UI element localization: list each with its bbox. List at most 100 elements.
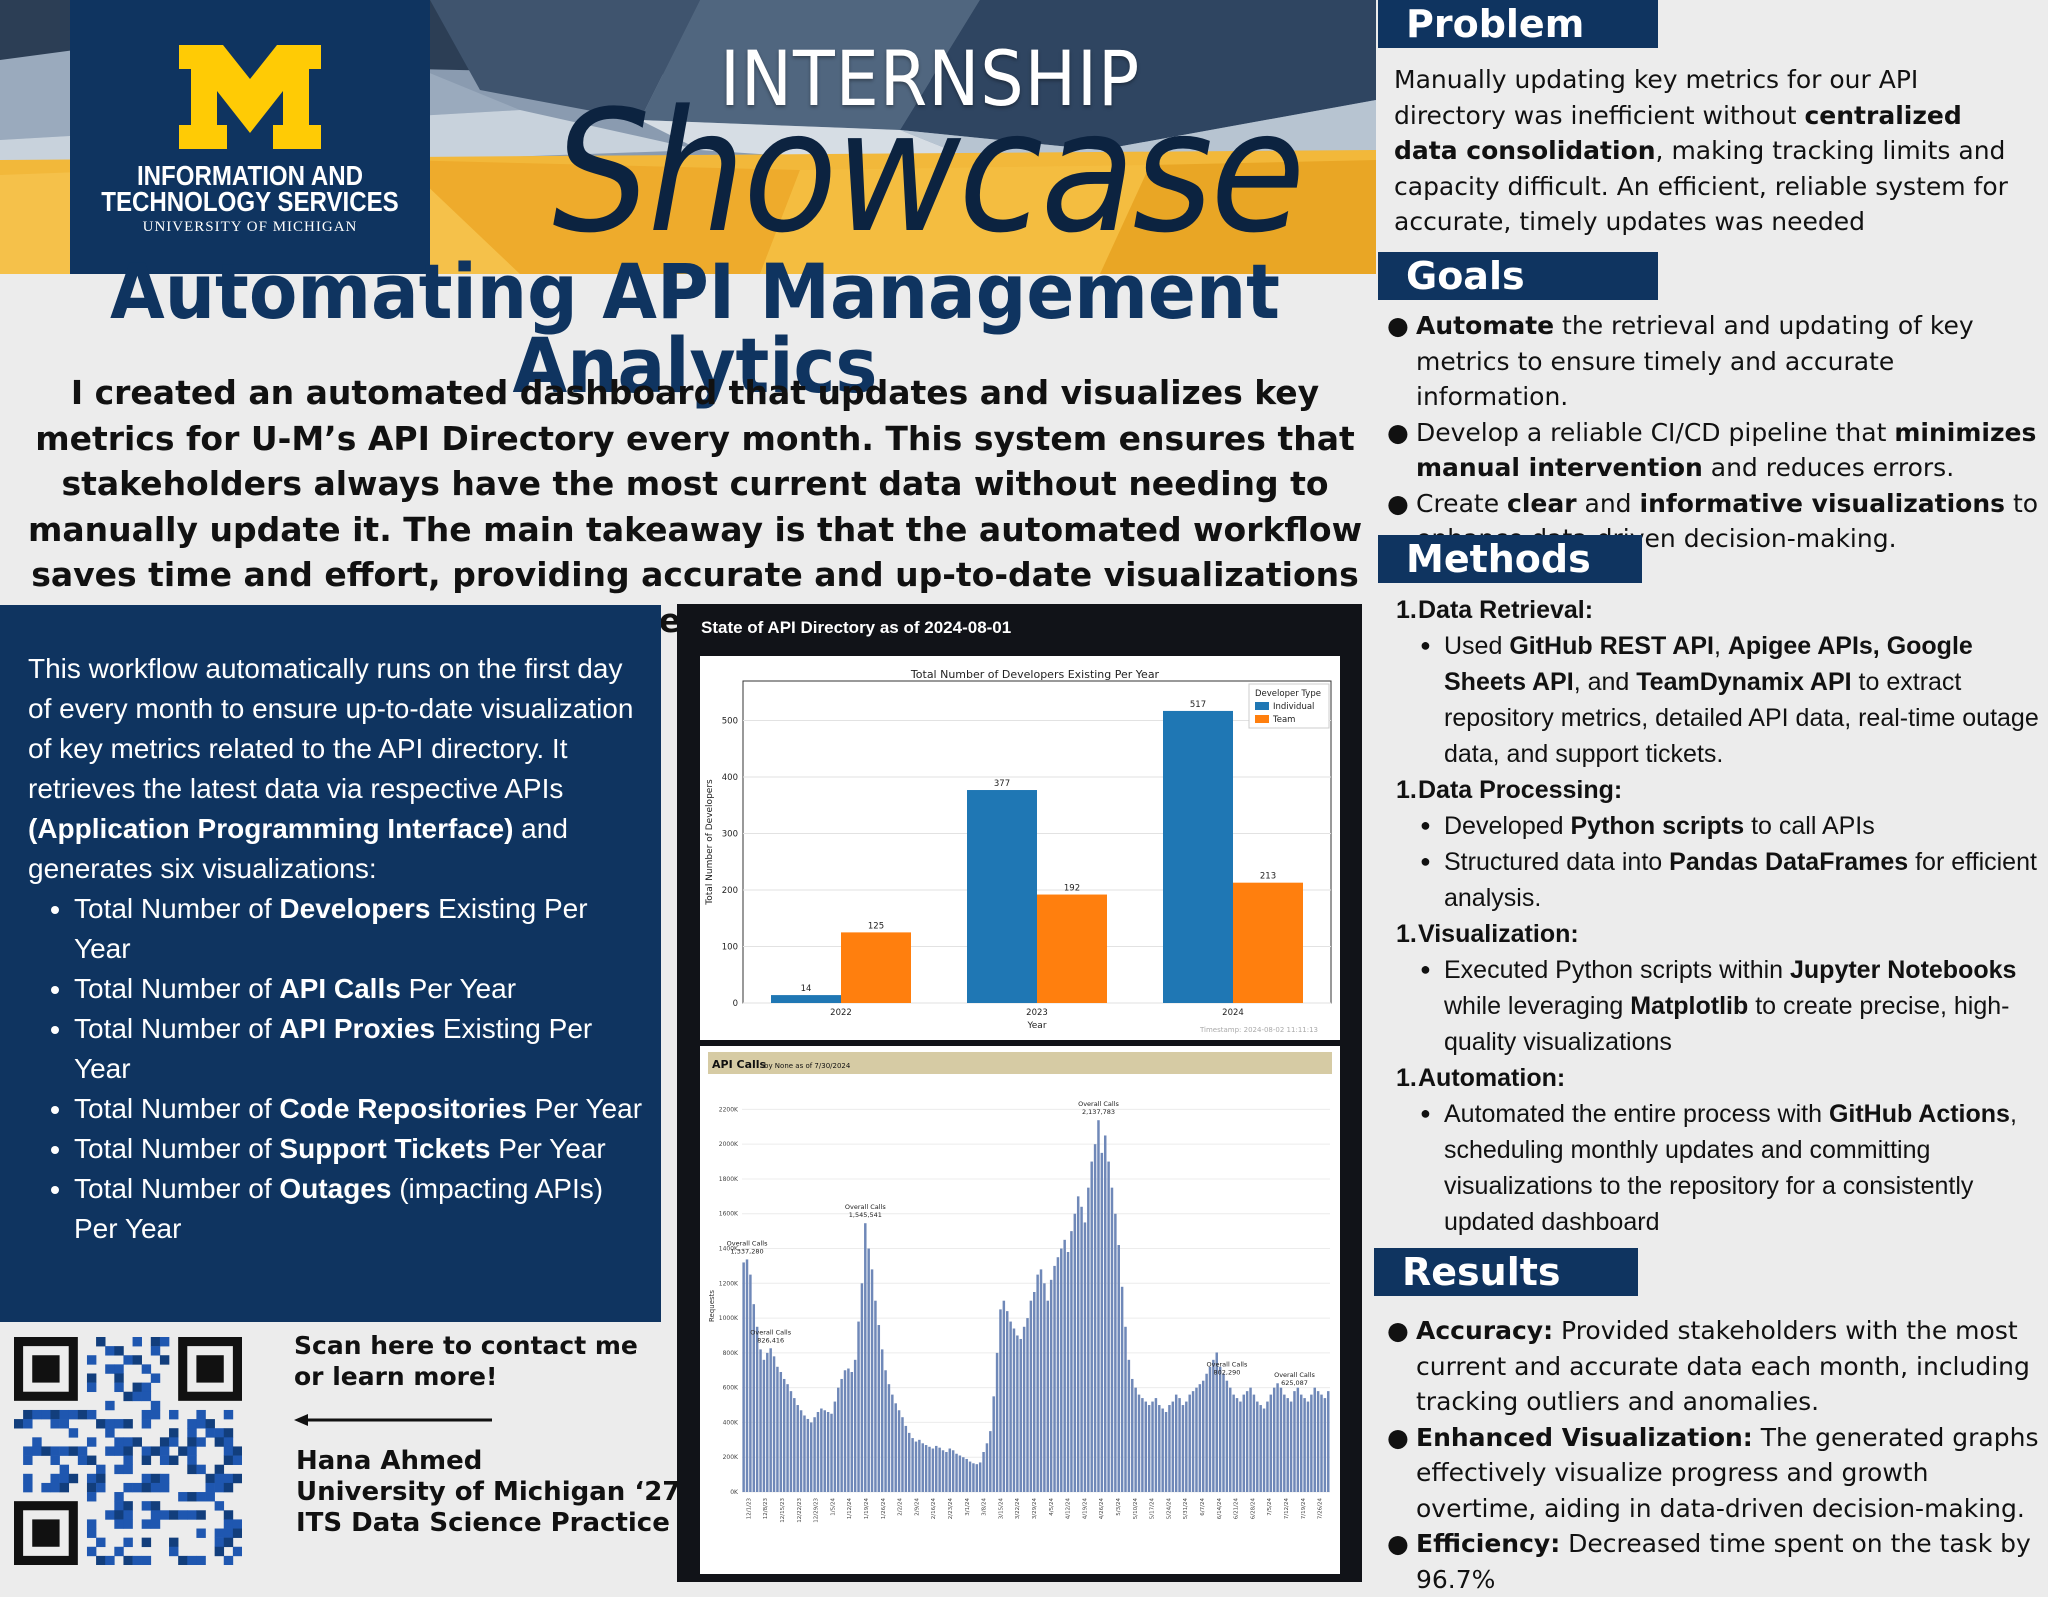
bar-value-label: 192: [1064, 884, 1080, 894]
bar-value-label: 517: [1190, 700, 1206, 710]
bar: [1222, 1373, 1225, 1492]
x-tick-label: 12/15/23: [780, 1498, 786, 1523]
workflow-intro: This workflow automatically runs on the …: [28, 653, 634, 884]
bar: [1005, 1311, 1009, 1492]
bar: [907, 1432, 911, 1492]
bar: [1239, 1401, 1242, 1492]
x-tick-label: 4/26/24: [1099, 1498, 1105, 1520]
bar: [972, 1463, 975, 1492]
bar: [941, 1450, 945, 1492]
bar: [742, 1262, 745, 1492]
bar: [962, 1457, 965, 1492]
list-item: Total Number of API Calls Per Year: [74, 969, 651, 1009]
bar: [968, 1461, 972, 1492]
y-tick-label: 800K: [723, 1350, 739, 1357]
annotation-label: Overall Calls: [1078, 1100, 1119, 1108]
block-m-logo-icon: [179, 45, 321, 149]
bar-individual-2022: [771, 995, 841, 1003]
bar: [989, 1431, 992, 1492]
scan-line1: Scan here to contact me: [294, 1331, 638, 1360]
bar: [816, 1412, 820, 1492]
bar: [803, 1415, 806, 1492]
x-tick-label: 1/5/24: [830, 1497, 836, 1515]
problem-text: Manually updating key metrics for our AP…: [1394, 65, 2008, 236]
bar: [1029, 1300, 1033, 1492]
annotation-value: 2,137,783: [1082, 1108, 1115, 1116]
bar: [887, 1384, 891, 1492]
bar: [840, 1378, 843, 1492]
y-tick-label: 600K: [723, 1385, 739, 1392]
bar: [796, 1405, 799, 1492]
bar: [1066, 1252, 1070, 1492]
bar: [1117, 1245, 1120, 1492]
bar: [1185, 1401, 1188, 1492]
bar: [1198, 1384, 1202, 1492]
bar: [1147, 1405, 1151, 1492]
bar: [1151, 1401, 1154, 1492]
x-tick-label: 2/9/24: [914, 1497, 920, 1515]
bar-value-label: 377: [994, 779, 1010, 789]
x-tick-label: 6/14/24: [1217, 1498, 1223, 1520]
x-tick-label: 3/1/24: [965, 1497, 971, 1515]
x-tick-label: 7/12/24: [1284, 1498, 1290, 1520]
list-item: Total Number of Developers Existing Per …: [74, 889, 651, 969]
chart1-ylabel: Total Number of Developers: [705, 779, 715, 906]
bar: [830, 1413, 833, 1492]
bar: [850, 1372, 854, 1492]
bar: [1046, 1300, 1050, 1492]
qr-code-icon[interactable]: [14, 1337, 242, 1565]
bar: [762, 1359, 766, 1492]
bar: [1293, 1391, 1296, 1492]
bar-team-2022: [841, 932, 911, 1003]
bar: [904, 1425, 908, 1492]
legend-label-individual: Individual: [1273, 702, 1314, 712]
bar: [1191, 1391, 1195, 1492]
chart1-legend: Developer Type Individual Team: [1248, 683, 1330, 729]
bar: [1269, 1394, 1273, 1492]
bar-value-label: 213: [1260, 872, 1276, 882]
annotation-label: Overall Calls: [845, 1203, 886, 1211]
bar: [1134, 1387, 1137, 1492]
x-tick-label: 6/7/24: [1200, 1497, 1206, 1515]
x-tick-label: 2024: [1222, 1008, 1244, 1018]
bar: [1107, 1161, 1110, 1492]
bar: [752, 1304, 756, 1492]
bar: [820, 1408, 823, 1492]
bar: [826, 1412, 830, 1492]
bar: [911, 1438, 914, 1492]
bar: [860, 1283, 864, 1492]
bar: [1026, 1318, 1029, 1492]
bar: [1049, 1279, 1053, 1492]
bar: [1043, 1283, 1046, 1492]
bar: [1283, 1394, 1286, 1492]
methods-list: 1.Data Retrieval: Used GitHub REST API, …: [1396, 592, 2048, 1240]
logo-text-line2: TECHNOLOGY SERVICES: [101, 186, 399, 217]
bar: [776, 1366, 779, 1492]
y-tick-label: 400: [722, 773, 738, 783]
bar: [897, 1410, 901, 1492]
x-tick-label: 12/8/23: [763, 1498, 769, 1520]
bar: [1039, 1269, 1043, 1492]
x-tick-label: 1/19/24: [864, 1498, 870, 1520]
y-tick-label: 2200K: [719, 1106, 739, 1113]
bar: [982, 1452, 985, 1492]
x-tick-label: 1/26/24: [881, 1498, 887, 1520]
dashboard-title: State of API Directory as of 2024-08-01: [701, 618, 1012, 637]
bar: [1154, 1398, 1158, 1492]
bar: [813, 1417, 816, 1492]
x-tick-label: 5/24/24: [1166, 1498, 1172, 1520]
bar: [924, 1445, 928, 1492]
x-tick-label: 3/22/24: [1015, 1498, 1021, 1520]
bar-individual-2023: [967, 790, 1037, 1003]
bar: [1259, 1405, 1262, 1492]
list-item: Accuracy: Provided stakeholders with the…: [1387, 1313, 2044, 1420]
bar: [880, 1349, 884, 1492]
bar: [955, 1453, 958, 1492]
its-logo: INFORMATION AND TECHNOLOGY SERVICES UNIV…: [70, 0, 430, 274]
bar: [799, 1410, 803, 1492]
bar: [1256, 1401, 1259, 1492]
bar: [891, 1394, 894, 1492]
bar: [1168, 1405, 1171, 1492]
bar: [1009, 1321, 1012, 1492]
bar: [779, 1372, 783, 1492]
